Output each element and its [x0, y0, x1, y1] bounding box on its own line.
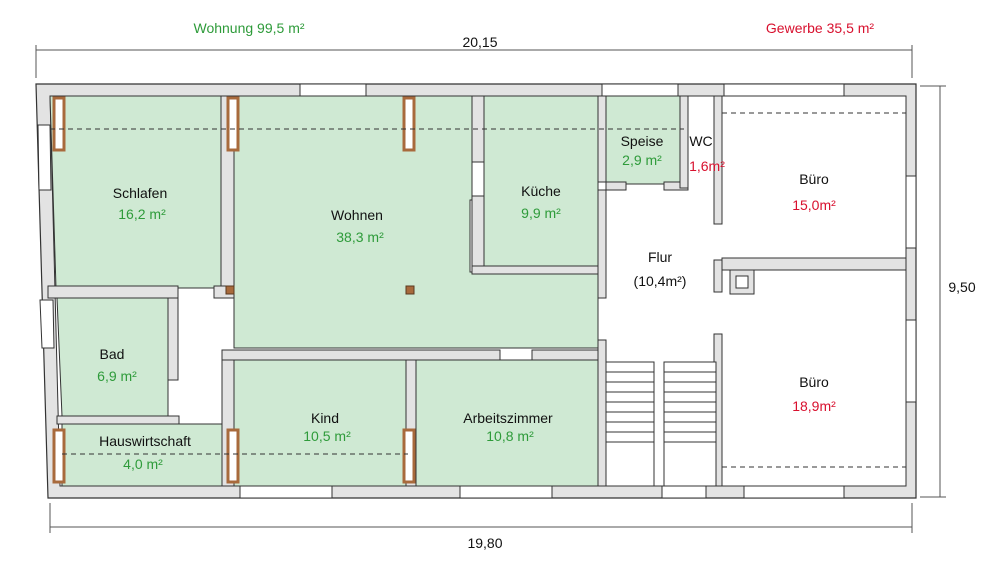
room-kueche-area: 9,9 m²	[521, 205, 561, 221]
room-kueche-fill	[483, 95, 599, 267]
dim-bottom-width: 19,80	[467, 535, 502, 551]
room-speise-area: 2,9 m²	[622, 152, 662, 168]
room-wc-name: WC	[689, 133, 712, 149]
door-frames	[52, 96, 416, 484]
staircase	[605, 361, 717, 487]
dim-top-width: 20,15	[462, 34, 497, 50]
chimney	[729, 269, 755, 295]
room-arbeitszimmer-fill	[415, 359, 599, 487]
room-wohnen-name: Wohnen	[331, 207, 383, 223]
room-schlafen-area: 16,2 m²	[118, 206, 166, 222]
room-arbeitszimmer-name: Arbeitszimmer	[463, 410, 553, 426]
dim-right-height: 9,50	[948, 279, 975, 295]
room-hauswirtschaft-name: Hauswirtschaft	[99, 433, 191, 449]
room-buero2-area: 18,9m²	[792, 398, 836, 414]
room-hauswirtschaft-fill	[61, 423, 223, 487]
room-buero1-name: Büro	[799, 171, 829, 187]
windows	[37, 83, 917, 499]
room-kind-area: 10,5 m²	[303, 428, 351, 444]
room-kind-name: Kind	[311, 410, 339, 426]
room-schlafen-name: Schlafen	[113, 185, 167, 201]
room-speise-fill	[605, 95, 681, 185]
room-flur-area: (10,4m²)	[634, 273, 687, 289]
room-buero2-name: Büro	[799, 374, 829, 390]
room-wohnen-area: 38,3 m²	[336, 229, 384, 245]
room-wc-area: 1,6m²	[689, 158, 725, 174]
interior-walls	[47, 95, 907, 487]
room-buero1-area: 15,0m²	[792, 197, 836, 213]
dimension-lines	[35, 45, 946, 533]
dashed-lines	[50, 112, 906, 468]
room-bad-name: Bad	[100, 346, 125, 362]
room-speise-name: Speise	[621, 133, 664, 149]
room-flur-name: Flur	[648, 249, 672, 265]
commercial-total-label: Gewerbe 35,5 m²	[766, 20, 874, 36]
posts	[225, 285, 415, 295]
room-bad-area: 6,9 m²	[97, 368, 137, 384]
room-arbeitszimmer-area: 10,8 m²	[486, 428, 534, 444]
room-hauswirtschaft-area: 4,0 m²	[123, 456, 163, 472]
residential-total-label: Wohnung 99,5 m²	[193, 20, 304, 36]
room-kueche-name: Küche	[521, 183, 561, 199]
